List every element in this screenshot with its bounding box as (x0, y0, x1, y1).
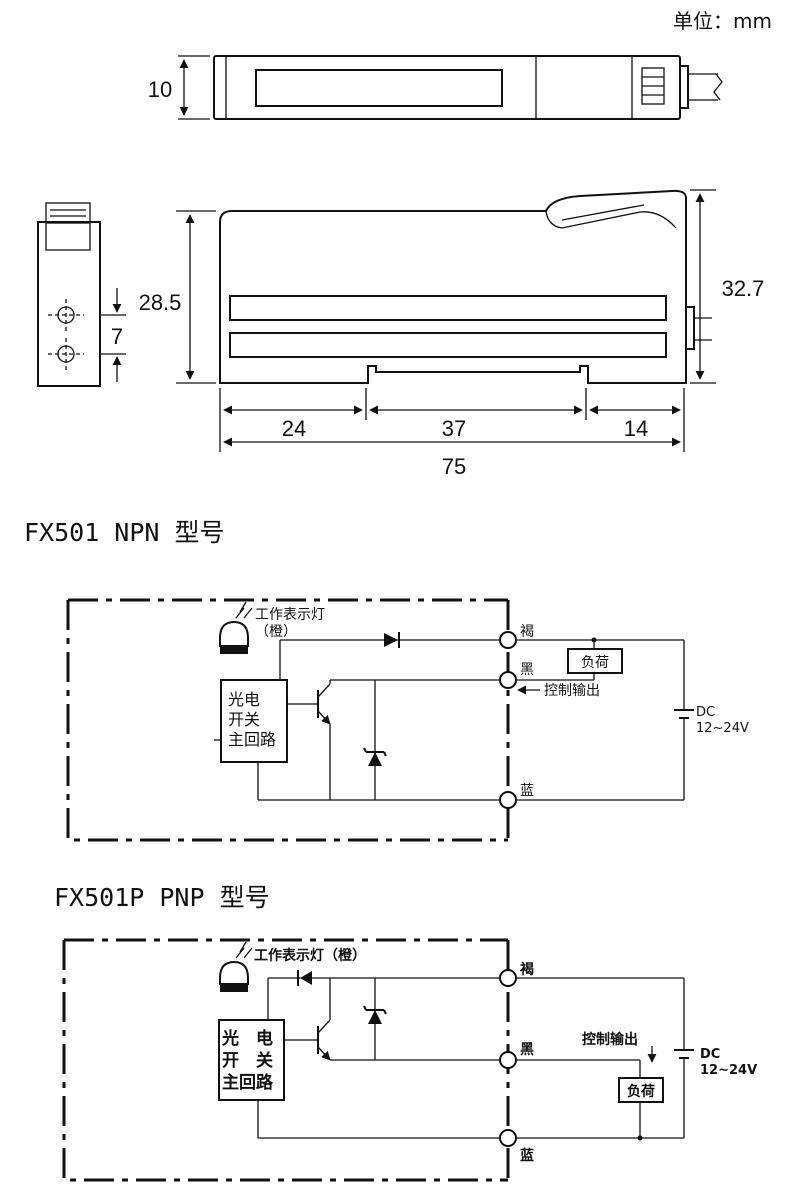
pnp-box-line-3: 主回路 (222, 1072, 274, 1093)
end-view (37, 202, 126, 387)
npn-control-output: 控制输出 (544, 683, 600, 699)
pnp-control-output: 控制输出 (582, 1031, 638, 1048)
npn-wire-black: 黑 (520, 662, 534, 678)
unit-label: 单位：mm (673, 9, 772, 33)
npn-circuit (66, 598, 694, 842)
pnp-dc: DC (700, 1047, 720, 1062)
pnp-wire-blue: 蓝 (520, 1147, 534, 1164)
npn-dc: DC (696, 705, 715, 720)
dim-side-height: 28.5 (139, 290, 182, 315)
dim-total-height: 32.7 (722, 276, 765, 301)
pnp-title: FX501P PNP 型号 (54, 883, 270, 912)
side-view (176, 189, 716, 452)
npn-voltage: 12~24V (696, 721, 749, 736)
npn-led-label-2: （橙） (255, 624, 297, 640)
pnp-wire-black: 黑 (520, 1042, 534, 1058)
npn-wire-blue: 蓝 (520, 783, 534, 799)
pnp-box-line-1: 光 电 (221, 1028, 273, 1049)
top-view (178, 55, 723, 120)
pnp-load: 负荷 (627, 1083, 655, 1100)
npn-box-line-3: 主回路 (228, 730, 276, 749)
pnp-circuit (62, 938, 694, 1182)
dim-seg-left: 24 (282, 416, 306, 441)
pnp-box-line-2: 开 关 (222, 1050, 273, 1071)
pnp-voltage: 12~24V (700, 1063, 757, 1078)
npn-box-line-2: 开关 (228, 710, 260, 729)
pnp-led-label: 工作表示灯（橙） (254, 947, 366, 964)
npn-title: FX501 NPN 型号 (24, 518, 225, 547)
npn-box-line-1: 光电 (228, 690, 260, 709)
dim-hole-spacing: 7 (111, 324, 123, 349)
dim-top-height: 10 (148, 77, 172, 102)
dim-seg-mid: 37 (442, 416, 466, 441)
pnp-wire-brown: 褐 (519, 961, 534, 978)
npn-wire-brown: 褐 (520, 624, 534, 640)
dim-total-length: 75 (442, 454, 466, 479)
dim-seg-right: 14 (624, 416, 648, 441)
npn-load: 负荷 (581, 655, 609, 671)
npn-led-label-1: 工作表示灯 (255, 607, 325, 623)
